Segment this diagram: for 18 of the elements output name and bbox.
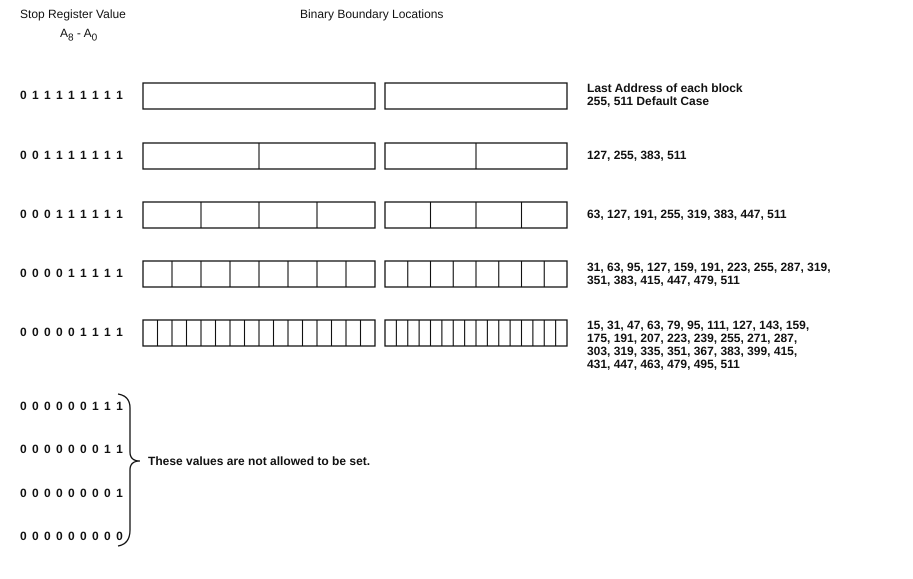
register-value: 0 0 0 0 0 0 0 0 1 <box>20 487 124 500</box>
boundary-list: Last Address of each block 255, 511 Default Case <box>587 82 757 108</box>
boundary-list: 31, 63, 95, 127, 159, 191, 223, 255, 287, 319, 351, 383, 415, 447, 479, 511 <box>587 261 833 287</box>
note-text: These values are not allowed to be set. <box>148 455 370 468</box>
boundary-list: 15, 31, 47, 63, 79, 95, 111, 127, 143, 159, 175, 191, 207, 223, 239, 255, 271, 287, 303, 319, 335, 351, 367, 383, 399, 415, 431, 447, 463, 479, 495, 511 <box>587 319 823 371</box>
column-subheading: A$_{8}$ - A$_{0}$ <box>60 27 98 44</box>
register-value: 0 0 0 0 0 1 1 1 1 <box>20 326 124 339</box>
register-value: 0 0 1 1 1 1 1 1 1 <box>20 149 124 162</box>
column-heading: Stop Register Value <box>20 8 126 21</box>
column-heading: Binary Boundary Locations <box>300 8 444 21</box>
register-value: 0 0 0 0 1 1 1 1 1 <box>20 267 124 280</box>
register-value: 0 1 1 1 1 1 1 1 1 <box>20 89 124 102</box>
register-value: 0 0 0 0 0 0 0 0 0 <box>20 530 124 543</box>
boundary-list: 63, 127, 191, 255, 319, 383, 447, 511 <box>587 208 907 221</box>
register-value: 0 0 0 1 1 1 1 1 1 <box>20 208 124 221</box>
register-value: 0 0 0 0 0 0 0 1 1 <box>20 443 124 456</box>
boundary-list: 127, 255, 383, 511 <box>587 149 907 162</box>
register-value: 0 0 0 0 0 0 1 1 1 <box>20 400 124 413</box>
